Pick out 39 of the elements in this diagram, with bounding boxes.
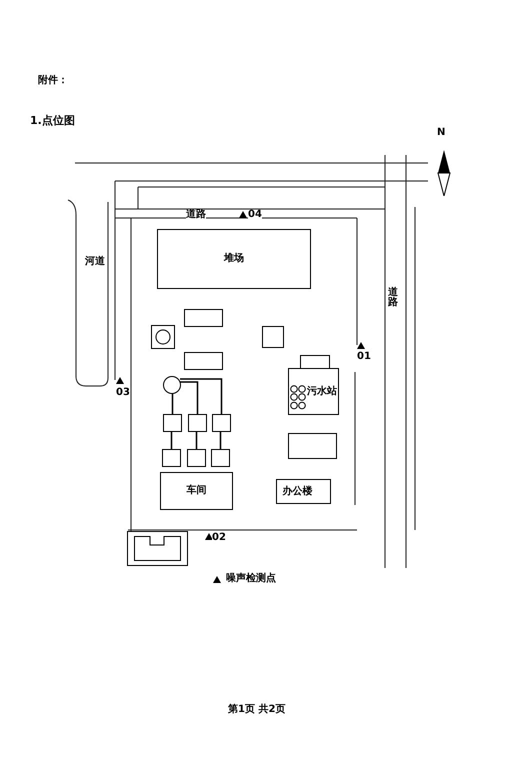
structure-box [151, 325, 175, 349]
building-label: 办公楼 [282, 486, 312, 496]
map-label: 河道 [85, 257, 105, 267]
building-label: 污水站 [307, 386, 337, 396]
structure-box [188, 414, 207, 432]
structure-box [211, 449, 230, 467]
section-heading: 1.点位图 [30, 115, 75, 126]
structure-box [184, 309, 223, 327]
structure-box [184, 352, 223, 370]
structure-box [162, 449, 181, 467]
building-label: 车间 [186, 486, 206, 496]
map-label: 02 [212, 533, 226, 543]
structure-box [300, 355, 330, 369]
structure-box [163, 414, 182, 432]
pipe-line [180, 381, 198, 414]
map-label: 第1页 共2页 [228, 705, 286, 715]
structure-box [187, 449, 206, 467]
structure-box [212, 414, 231, 432]
pipe-line [172, 394, 174, 414]
pipe-line [170, 432, 172, 449]
pipe-line [180, 378, 222, 414]
legend-label: 噪声检测点 [226, 574, 276, 584]
building-box [288, 368, 339, 415]
map-label: 附件： [38, 76, 68, 86]
building-label: 堆场 [224, 254, 244, 264]
structure-box [262, 326, 284, 348]
map-label: N [437, 128, 446, 138]
map-label: 04 [248, 210, 262, 220]
structure-box [288, 433, 337, 459]
vertical-road-label: 道路 [388, 288, 398, 308]
map-label: 道路 [186, 210, 206, 220]
building-box [160, 472, 233, 510]
map-label: 01 [357, 352, 371, 362]
building-box [276, 479, 331, 504]
map-label: 03 [116, 388, 130, 398]
structure-box [127, 531, 188, 566]
pipe-line [196, 432, 198, 449]
building-box [157, 229, 311, 289]
pipe-line [220, 432, 222, 449]
